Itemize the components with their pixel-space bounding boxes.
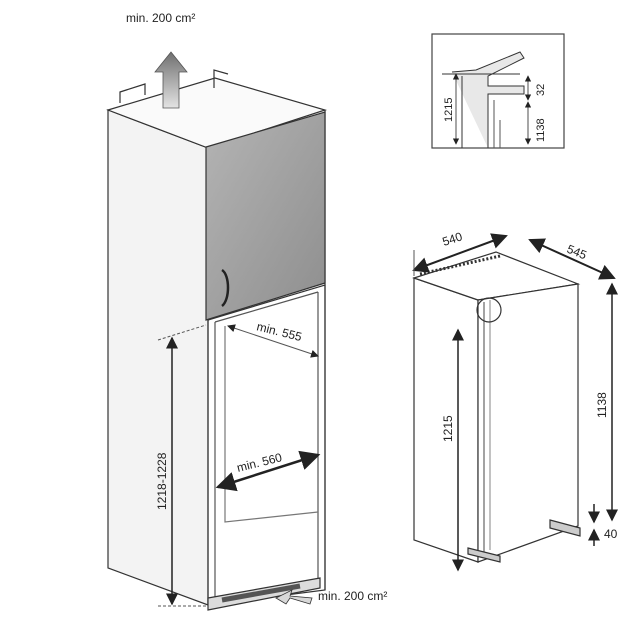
niche-width-dimension: min. 560: [215, 450, 321, 492]
unit-total-label: 1215: [441, 415, 455, 442]
unit-width-label: 540: [441, 229, 465, 249]
unit-foot-dimension: 40: [588, 504, 618, 546]
unit-total-dimension: 1215: [441, 328, 464, 572]
detail-inset: 1215 32 1138: [431, 33, 565, 149]
vent-bottom-label: min. 200 cm²: [318, 589, 387, 603]
vent-arrow-in: [275, 589, 313, 605]
detail-unit-label: 1138: [535, 118, 547, 142]
unit-height-label: 1138: [595, 392, 609, 418]
cabinet-side-panel: [107, 109, 209, 606]
niche-depth-dimension: min. 555: [227, 319, 319, 358]
niche-depth-label: min. 555: [255, 319, 303, 344]
plinth-vent: [221, 583, 301, 603]
appliance: [412, 251, 581, 563]
detail-gap-label: 32: [535, 84, 547, 96]
unit-depth-label: 545: [565, 242, 589, 263]
top-vent-slot: [119, 83, 146, 103]
niche-width-label: min. 560: [235, 450, 283, 475]
unit-foot-label: 40: [604, 527, 618, 541]
appliance-bottom-hinge: [467, 547, 501, 563]
niche-height-label: 1218-1228: [155, 452, 169, 510]
vent-arrow-up: [154, 51, 188, 109]
detail-hinge: [451, 51, 525, 148]
niche-height-dimension: 1218-1228: [155, 324, 207, 607]
door-handle: [221, 268, 230, 307]
appliance-top-bracket: [549, 519, 581, 537]
unit-height-dimension: 1138: [595, 282, 618, 522]
unit-width-dimension: 540: [412, 229, 508, 276]
tall-cabinet: [106, 69, 328, 611]
hinge-detail-circle: [476, 297, 502, 323]
vent-top-label: min. 200 cm²: [126, 11, 195, 25]
detail-total-label: 1215: [443, 98, 455, 122]
appliance-front: [477, 283, 579, 563]
cabinet-upper-door: [205, 111, 326, 321]
